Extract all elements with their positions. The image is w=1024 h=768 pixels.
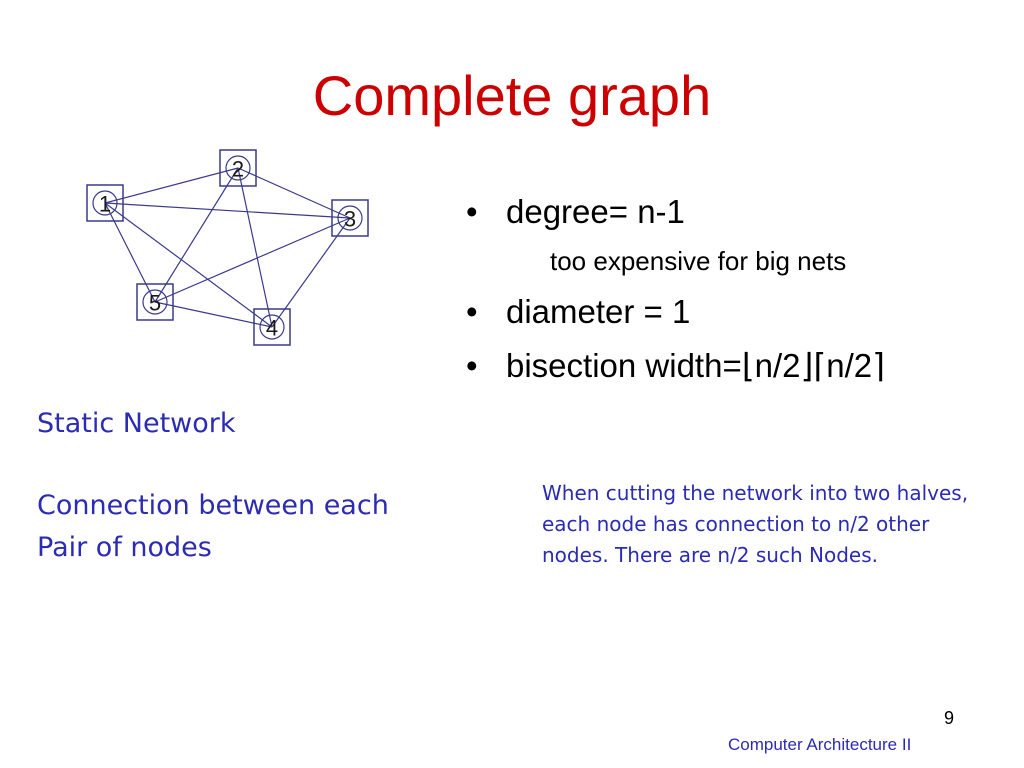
node-label: 1 [99,192,111,217]
page-number: 9 [944,708,955,728]
bullet-dot-icon: • [466,347,478,384]
spacer [37,445,457,485]
node-label: 4 [266,316,278,341]
edge-1-3 [104,202,351,219]
edge-1-4 [104,202,273,328]
complete-graph-diagram: 1 2 3 4 5 [86,149,369,346]
bullet-bisection-text: bisection width=⌊n/2⌋⌈n/2⌉ [506,347,885,384]
bullet-bisection: • bisection width=⌊n/2⌋⌈n/2⌉ [462,344,1002,388]
left-note-line3: Pair of nodes [37,532,212,563]
slide-title: Complete graph [312,64,712,127]
bullet-diameter-text: diameter = 1 [506,293,691,330]
left-note-line2: Connection between each [37,490,389,521]
node-label: 3 [344,207,356,232]
node-4: 4 [253,308,291,346]
node-label: 2 [232,157,244,182]
edge-1-2 [104,167,239,204]
left-note-line1: Static Network [37,408,236,439]
edge-2-4 [237,167,273,328]
left-note: Static Network Connection between each P… [37,403,457,569]
bullet-diameter: • diameter = 1 [462,290,1002,334]
right-note: When cutting the network into two halves… [542,481,969,567]
node-label: 5 [149,291,161,316]
bullet-degree: • degree= n-1 [462,190,1002,234]
node-5: 5 [136,283,174,321]
node-2: 2 [219,149,257,187]
bullet-dot-icon: • [466,293,478,330]
edge-4-5 [154,301,273,328]
bullet-list: • degree= n-1 too expensive for big nets… [462,190,1002,398]
node-1: 1 [86,184,124,222]
footer-text: Computer Architecture II [728,735,912,754]
edge-2-5 [154,167,239,303]
edge-1-5 [104,202,156,303]
edge-2-3 [237,167,351,219]
bullet-degree-subtext: too expensive for big nets [550,246,847,276]
node-3: 3 [331,199,369,237]
bullet-degree-text: degree= n-1 [506,193,685,230]
bullet-dot-icon: • [466,193,478,230]
edge-3-5 [154,217,351,303]
